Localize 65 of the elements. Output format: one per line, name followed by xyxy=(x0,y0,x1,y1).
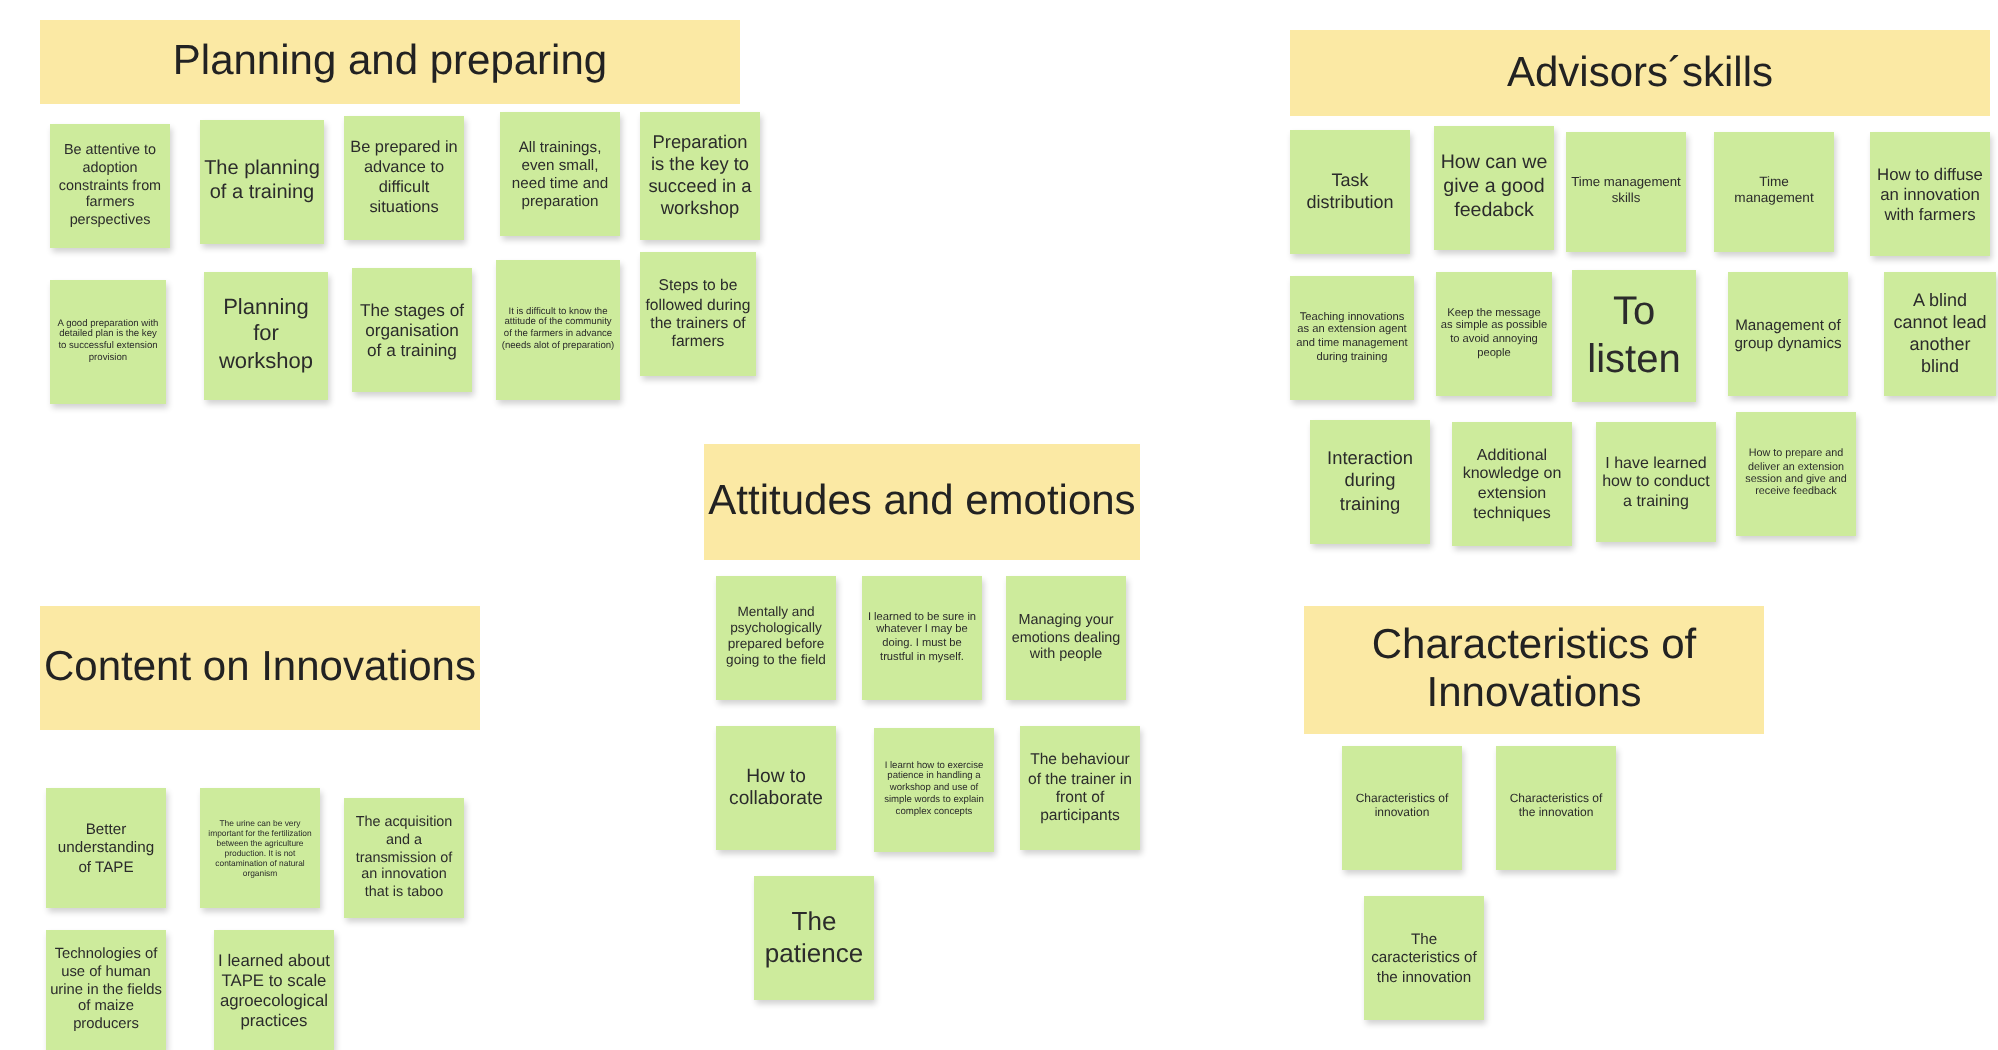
sticky-note xyxy=(874,728,994,852)
sticky-note-text: I have learned how to conduct a training xyxy=(1600,453,1712,511)
section-heading: Characteristics of Innovations xyxy=(1369,622,1699,718)
sticky-note xyxy=(1884,272,1996,396)
sticky-note-text: Preparation is the key to succeed in a workshop xyxy=(646,131,754,221)
section-heading: Advisors´skills xyxy=(1506,49,1773,97)
heading-band xyxy=(40,20,740,104)
heading-band xyxy=(1304,606,1764,734)
sticky-note-text: Planning for workshop xyxy=(216,296,316,376)
sticky-note xyxy=(1006,576,1126,700)
sticky-note-text: The stages of organisation of a training xyxy=(357,299,467,361)
sticky-note xyxy=(640,112,760,240)
sticky-note xyxy=(1290,130,1410,254)
sticky-note xyxy=(862,576,982,700)
heading-band xyxy=(40,606,480,730)
sticky-note xyxy=(352,268,472,392)
sticky-note xyxy=(1452,422,1572,546)
sticky-note xyxy=(46,788,166,908)
heading-band xyxy=(1290,30,1990,116)
sticky-note-text: How to collaborate xyxy=(727,765,825,811)
sticky-note xyxy=(1310,420,1430,544)
section-heading: Planning and preparing xyxy=(172,38,608,86)
sticky-note xyxy=(200,788,320,908)
sticky-note xyxy=(1290,276,1414,400)
sticky-note xyxy=(50,280,166,404)
sticky-note xyxy=(1728,272,1848,396)
sticky-note-text: How can we give a good feedabck xyxy=(1438,152,1550,224)
sticky-note xyxy=(214,930,334,1050)
sticky-note xyxy=(754,876,874,1000)
sticky-note xyxy=(204,272,328,400)
sticky-note-text: The patience xyxy=(762,906,866,970)
sticky-note-text: Additional knowledge on extension techniques xyxy=(1460,445,1564,523)
heading-band xyxy=(704,444,1140,560)
section-heading: Content on Innovations xyxy=(44,644,476,692)
sticky-note xyxy=(1434,126,1554,250)
sticky-note-text: Task distribution xyxy=(1304,170,1396,214)
sticky-note-text: I learned about TAPE to scale agroecological practices xyxy=(218,949,330,1031)
sticky-note xyxy=(716,726,836,850)
sticky-note xyxy=(1714,132,1834,252)
section-heading: Attitudes and emotions xyxy=(708,478,1136,526)
sticky-note xyxy=(344,798,464,918)
sticky-note xyxy=(496,260,620,400)
sticky-note xyxy=(46,930,166,1050)
sticky-note xyxy=(1496,746,1616,870)
sticky-note xyxy=(1020,726,1140,850)
sticky-note-text: To listen xyxy=(1585,288,1683,384)
sticky-note xyxy=(1566,132,1686,252)
sticky-note xyxy=(50,124,170,248)
sticky-note-text: The planning of a training xyxy=(204,158,320,206)
sticky-note xyxy=(1364,896,1484,1020)
sticky-note xyxy=(1342,746,1462,870)
sticky-note xyxy=(716,576,836,700)
sticky-note xyxy=(200,120,324,244)
sticky-note xyxy=(500,112,620,236)
sticky-note xyxy=(1596,422,1716,542)
sticky-note xyxy=(1436,272,1552,396)
sticky-note-text: Interaction during training xyxy=(1325,448,1415,516)
sticky-note-text: A blind cannot lead another blind xyxy=(1891,290,1989,378)
sticky-note xyxy=(1870,132,1990,256)
sticky-note xyxy=(1572,270,1696,402)
sticky-note xyxy=(640,252,756,376)
sticky-note-text: Be prepared in advance to difficult situations xyxy=(348,138,460,218)
sticky-note-text: How to diffuse an innovation with farmers xyxy=(1875,163,1985,225)
sticky-note xyxy=(344,116,464,240)
sticky-note xyxy=(1736,412,1856,536)
